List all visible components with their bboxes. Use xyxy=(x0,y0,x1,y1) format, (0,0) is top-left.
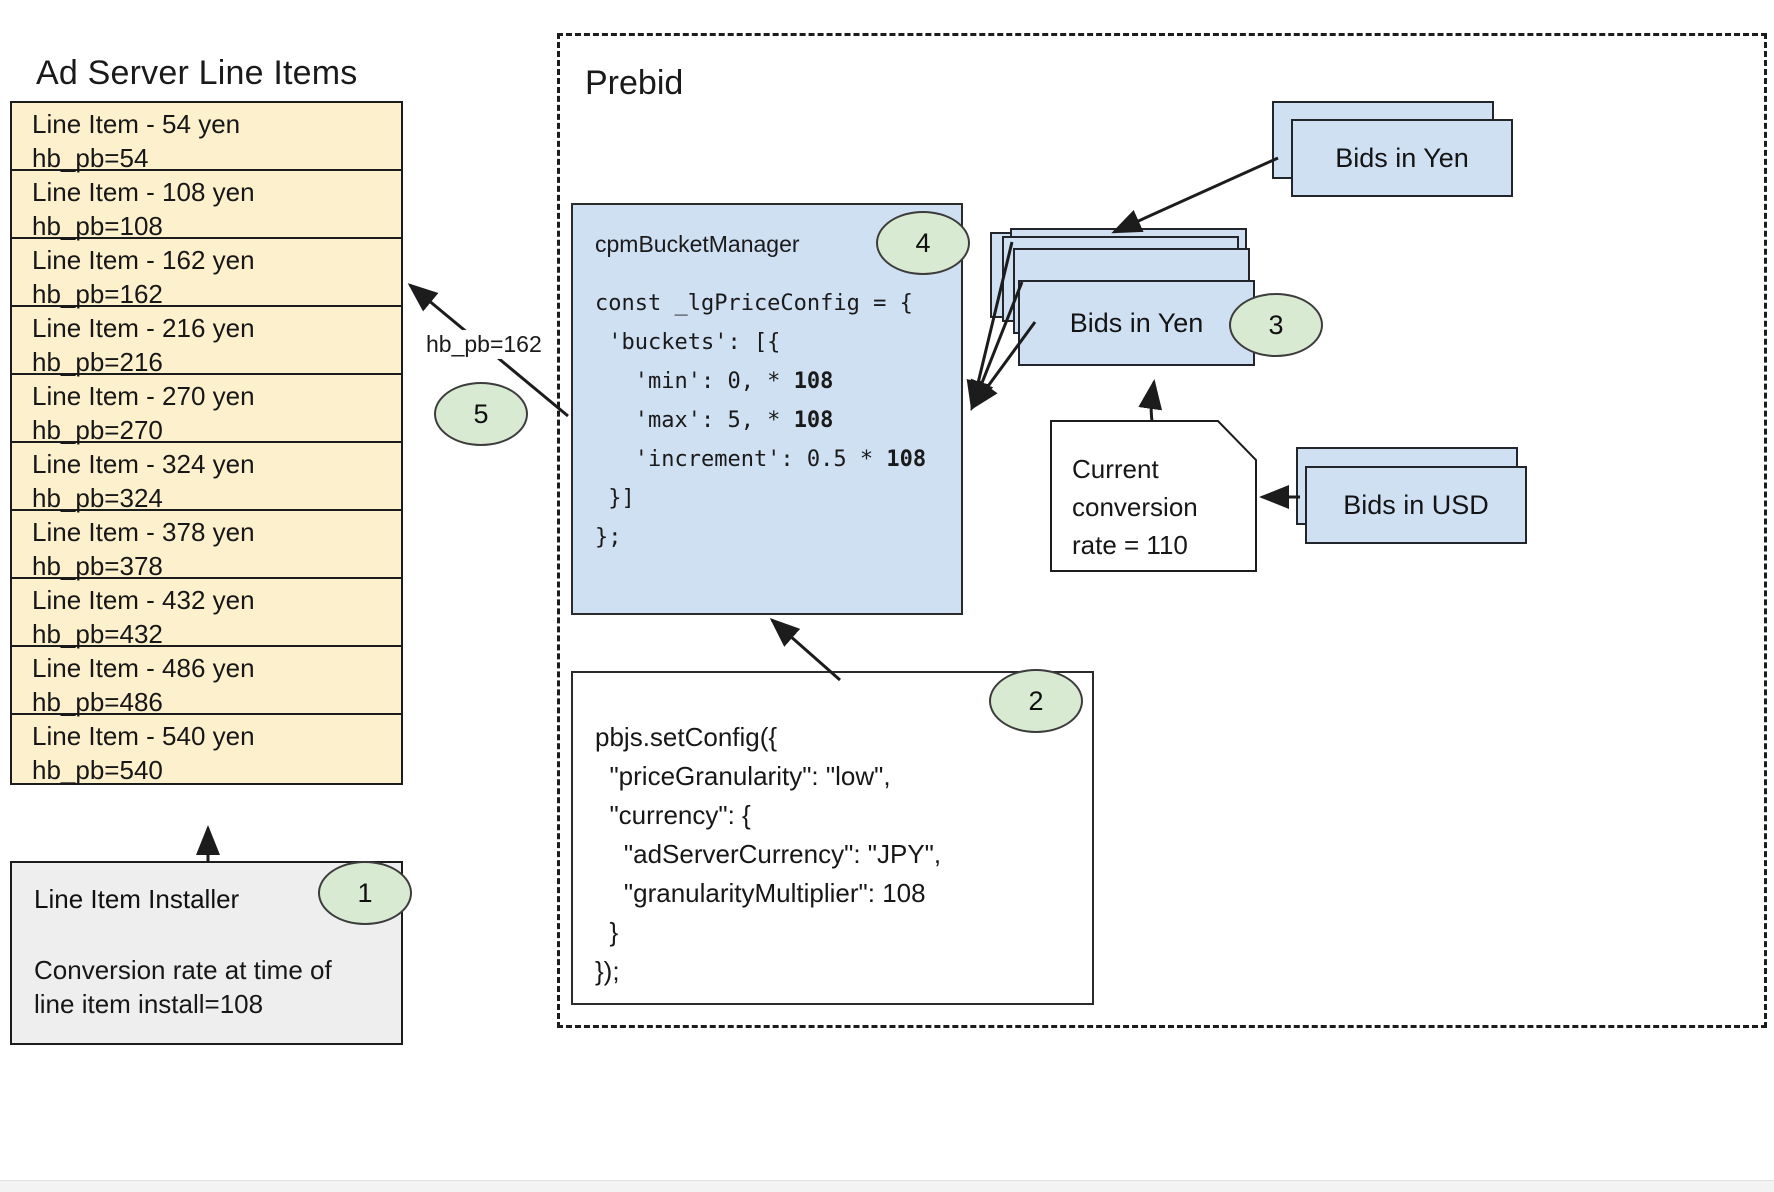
bids-in-usd-card: Bids in USD xyxy=(1305,466,1527,544)
line-item-name: Line Item - 162 yen xyxy=(32,245,255,275)
cpm-bucket-manager-card: cpmBucketManager const _lgPriceConfig = … xyxy=(571,203,963,615)
bids-in-yen-incoming-card: Bids in Yen xyxy=(1291,119,1513,197)
cpm-bucket-manager-code: const _lgPriceConfig = { 'buckets': [{ '… xyxy=(595,291,927,550)
callout-3: 3 xyxy=(1229,293,1323,357)
page-bottom-edge xyxy=(0,1180,1774,1192)
list-item: Line Item - 162 yen hb_pb=162 xyxy=(12,239,401,309)
note-shape-icon xyxy=(1050,420,1257,572)
line-item-key: hb_pb=324 xyxy=(32,483,163,513)
line-item-key: hb_pb=378 xyxy=(32,551,163,581)
callout-5: 5 xyxy=(434,382,528,446)
line-item-name: Line Item - 216 yen xyxy=(32,313,255,343)
bids-in-yen-stack-label: Bids in Yen xyxy=(1069,307,1204,338)
callout-5-label: 5 xyxy=(473,398,489,429)
line-item-key: hb_pb=162 xyxy=(32,279,163,309)
line-item-name: Line Item - 486 yen xyxy=(32,653,255,683)
list-item: Line Item - 432 yen hb_pb=432 xyxy=(12,579,401,649)
list-item: Line Item - 324 yen hb_pb=324 xyxy=(12,443,401,513)
list-item: Line Item - 54 yen hb_pb=54 xyxy=(12,103,401,173)
callout-4: 4 xyxy=(876,211,970,275)
line-item-key: hb_pb=270 xyxy=(32,415,163,445)
line-item-name: Line Item - 378 yen xyxy=(32,517,255,547)
callout-3-label: 3 xyxy=(1268,309,1284,340)
callout-1: 1 xyxy=(318,861,412,925)
bids-in-yen-incoming-label: Bids in Yen xyxy=(1335,142,1469,173)
line-item-name: Line Item - 108 yen xyxy=(32,177,255,207)
list-item: Line Item - 216 yen hb_pb=216 xyxy=(12,307,401,377)
callout-4-label: 4 xyxy=(915,227,931,258)
callout-2-label: 2 xyxy=(1028,685,1044,716)
line-item-key: hb_pb=54 xyxy=(32,143,149,173)
bids-in-yen-stack-front-card: Bids in Yen xyxy=(1018,280,1255,366)
ad-server-line-items-title: Ad Server Line Items xyxy=(36,54,358,92)
list-item: Line Item - 486 yen hb_pb=486 xyxy=(12,647,401,717)
line-item-key: hb_pb=540 xyxy=(32,755,163,785)
current-conversion-rate-text: Current conversion rate = 110 xyxy=(1072,454,1198,560)
line-item-name: Line Item - 324 yen xyxy=(32,449,255,479)
cpm-bucket-manager-title: cpmBucketManager xyxy=(595,231,800,257)
callout-2: 2 xyxy=(989,669,1083,733)
prebid-boundary xyxy=(557,33,1767,1028)
list-item: Line Item - 270 yen hb_pb=270 xyxy=(12,375,401,445)
line-item-name: Line Item - 432 yen xyxy=(32,585,255,615)
current-conversion-rate-note: Current conversion rate = 110 xyxy=(1050,420,1257,572)
line-items-list: Line Item - 54 yen hb_pb=54 Line Item - … xyxy=(10,101,403,785)
list-item: Line Item - 108 yen hb_pb=108 xyxy=(12,171,401,241)
line-item-installer-title: Line Item Installer xyxy=(34,884,240,914)
line-item-name: Line Item - 540 yen xyxy=(32,721,255,751)
line-item-key: hb_pb=432 xyxy=(32,619,163,649)
line-item-key: hb_pb=486 xyxy=(32,687,163,717)
bids-in-usd-label: Bids in USD xyxy=(1343,489,1489,520)
edge-label-hb-pb: hb_pb=162 xyxy=(423,330,545,359)
line-item-key: hb_pb=216 xyxy=(32,347,163,377)
pbjs-setconfig-card: pbjs.setConfig({ "priceGranularity": "lo… xyxy=(571,671,1094,1005)
line-item-key: hb_pb=108 xyxy=(32,211,163,241)
list-item: Line Item - 540 yen hb_pb=540 xyxy=(12,715,401,785)
prebid-title: Prebid xyxy=(585,64,684,102)
pbjs-setconfig-code: pbjs.setConfig({ "priceGranularity": "lo… xyxy=(595,722,942,986)
callout-1-label: 1 xyxy=(357,877,373,908)
line-item-name: Line Item - 54 yen xyxy=(32,109,241,139)
line-item-installer-note: Conversion rate at time of line item ins… xyxy=(34,955,332,1019)
list-item: Line Item - 378 yen hb_pb=378 xyxy=(12,511,401,581)
line-item-name: Line Item - 270 yen xyxy=(32,381,255,411)
